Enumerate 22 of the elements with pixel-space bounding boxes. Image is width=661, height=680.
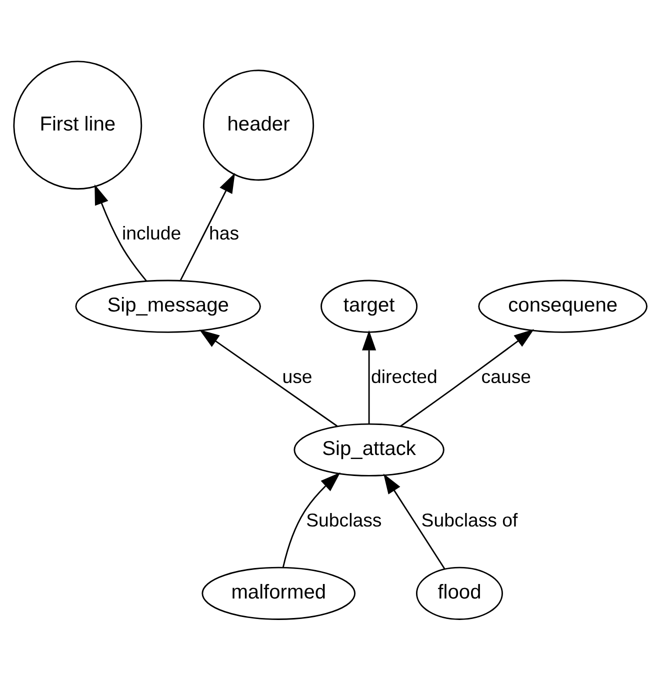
- node-ellipse: consequene: [478, 279, 648, 332]
- node-ellipse: flood: [416, 566, 503, 620]
- node-circle: First line: [13, 60, 142, 190]
- arrow: [383, 473, 446, 569]
- edge-label: cause: [481, 365, 532, 386]
- node-ellipse: Sip_attack: [294, 422, 444, 476]
- node-ellipse: target: [320, 279, 418, 332]
- node-circle: header: [202, 69, 314, 180]
- edge-label: Subclass: [306, 509, 382, 530]
- arrow: [180, 172, 236, 280]
- arrow: [94, 184, 147, 281]
- arrow: [362, 330, 376, 424]
- edge-label: Subclass of: [421, 509, 518, 530]
- edge-label: include: [122, 222, 182, 243]
- arrow: [400, 328, 534, 426]
- edge-label: directed: [371, 365, 438, 386]
- edge-label: use: [282, 365, 312, 386]
- arrow: [199, 329, 338, 426]
- node-ellipse: malformed: [202, 566, 356, 620]
- node-ellipse: Sip_message: [75, 279, 261, 332]
- arrow: [282, 472, 340, 568]
- edge-label: has: [209, 222, 240, 243]
